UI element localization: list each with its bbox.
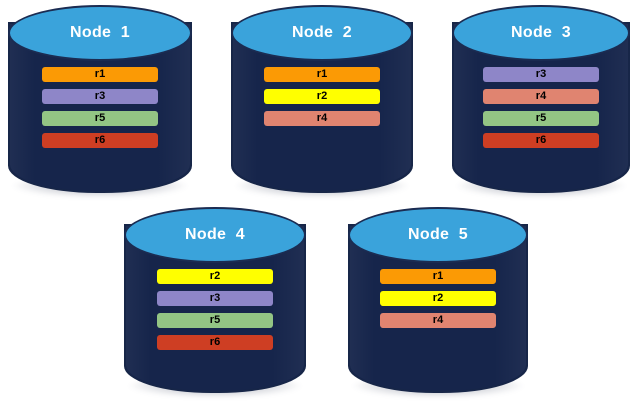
replica-stack: r3 r4 r5 r6: [452, 67, 630, 148]
replica-stack: r1 r3 r5 r6: [8, 67, 192, 148]
replica-stack: r2 r3 r5 r6: [124, 269, 306, 350]
replica-bar-r1[interactable]: r1: [264, 67, 380, 82]
node-cylinder-top: Node 1: [8, 5, 192, 61]
replica-label: r1: [316, 68, 328, 80]
replica-label: r1: [432, 270, 444, 282]
replica-label: r4: [535, 90, 547, 102]
replica-bar-r6[interactable]: r6: [42, 133, 158, 148]
database-node-3[interactable]: Node 3 r3 r4 r5 r6: [452, 5, 630, 198]
node-title-label: Node 3: [511, 24, 571, 41]
replica-label: r2: [316, 90, 328, 102]
node-title-label: Node 1: [70, 24, 130, 41]
replica-bar-r6[interactable]: r6: [157, 335, 273, 350]
replica-bar-r3[interactable]: r3: [483, 67, 599, 82]
replica-bar-r4[interactable]: r4: [483, 89, 599, 104]
node-cylinder-top: Node 2: [231, 5, 413, 61]
node-title-label: Node 5: [408, 226, 468, 243]
replica-bar-r2[interactable]: r2: [264, 89, 380, 104]
replica-label: r6: [535, 134, 547, 146]
database-node-4[interactable]: Node 4 r2 r3 r5 r6: [124, 207, 306, 398]
replica-bar-r5[interactable]: r5: [157, 313, 273, 328]
replica-bar-r6[interactable]: r6: [483, 133, 599, 148]
replica-label: r2: [209, 270, 221, 282]
replica-label: r1: [94, 68, 106, 80]
replica-stack: r1 r2 r4: [231, 67, 413, 126]
replica-label: r5: [209, 314, 221, 326]
database-node-1[interactable]: Node 1 r1 r3 r5 r6: [8, 5, 192, 198]
replica-label: r4: [316, 112, 328, 124]
database-node-2[interactable]: Node 2 r1 r2 r4: [231, 5, 413, 198]
replica-bar-r4[interactable]: r4: [264, 111, 380, 126]
replica-label: r5: [535, 112, 547, 124]
replica-label: r3: [94, 90, 106, 102]
replica-label: r6: [209, 336, 221, 348]
replica-bar-r1[interactable]: r1: [42, 67, 158, 82]
node-cylinder-top: Node 4: [124, 207, 306, 263]
replica-label: r6: [94, 134, 106, 146]
replica-bar-r2[interactable]: r2: [380, 291, 496, 306]
node-cylinder-top: Node 3: [452, 5, 630, 61]
replica-label: r2: [432, 292, 444, 304]
node-title-label: Node 4: [185, 226, 245, 243]
replica-stack: r1 r2 r4: [348, 269, 528, 328]
replica-bar-r3[interactable]: r3: [157, 291, 273, 306]
replica-bar-r5[interactable]: r5: [483, 111, 599, 126]
replica-bar-r4[interactable]: r4: [380, 313, 496, 328]
replica-label: r3: [535, 68, 547, 80]
replica-label: r5: [94, 112, 106, 124]
replica-bar-r2[interactable]: r2: [157, 269, 273, 284]
replica-label: r3: [209, 292, 221, 304]
node-title-label: Node 2: [292, 24, 352, 41]
node-cylinder-top: Node 5: [348, 207, 528, 263]
database-node-5[interactable]: Node 5 r1 r2 r4: [348, 207, 528, 398]
replica-bar-r1[interactable]: r1: [380, 269, 496, 284]
replica-bar-r3[interactable]: r3: [42, 89, 158, 104]
replica-label: r4: [432, 314, 444, 326]
replica-bar-r5[interactable]: r5: [42, 111, 158, 126]
